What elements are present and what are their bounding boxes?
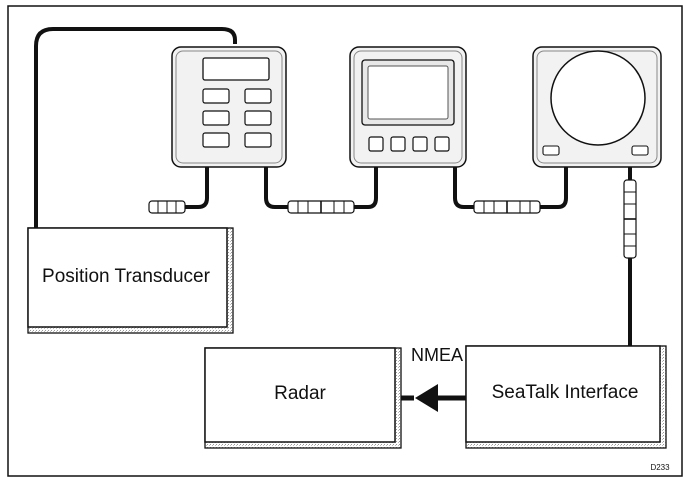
transducer-cable xyxy=(34,27,237,228)
cable-connector-icon xyxy=(623,179,637,259)
radar-label: Radar xyxy=(274,383,326,404)
round-dial-instrument-icon xyxy=(532,46,662,168)
seatalk-interface-label: SeaTalk Interface xyxy=(492,382,639,403)
cable-connector-icon xyxy=(287,200,355,214)
seatalk-cable-2-3 xyxy=(453,167,568,209)
seatalk-cable-1-2 xyxy=(264,167,378,209)
position-transducer-box xyxy=(27,227,234,334)
cable-connector-icon xyxy=(148,200,186,214)
radar-box xyxy=(204,347,402,449)
seatalk-interface-box xyxy=(465,345,667,449)
cable-connector-icon xyxy=(473,200,541,214)
nmea-label: NMEA xyxy=(411,345,463,365)
lcd-display-instrument-icon xyxy=(349,46,467,168)
position-transducer-label: Position Transducer xyxy=(42,266,211,287)
figure-reference: D233 xyxy=(650,463,670,472)
keypad-instrument-icon xyxy=(171,46,287,168)
nmea-arrow-icon xyxy=(401,384,466,412)
seatalk-cable-stub xyxy=(185,167,209,209)
